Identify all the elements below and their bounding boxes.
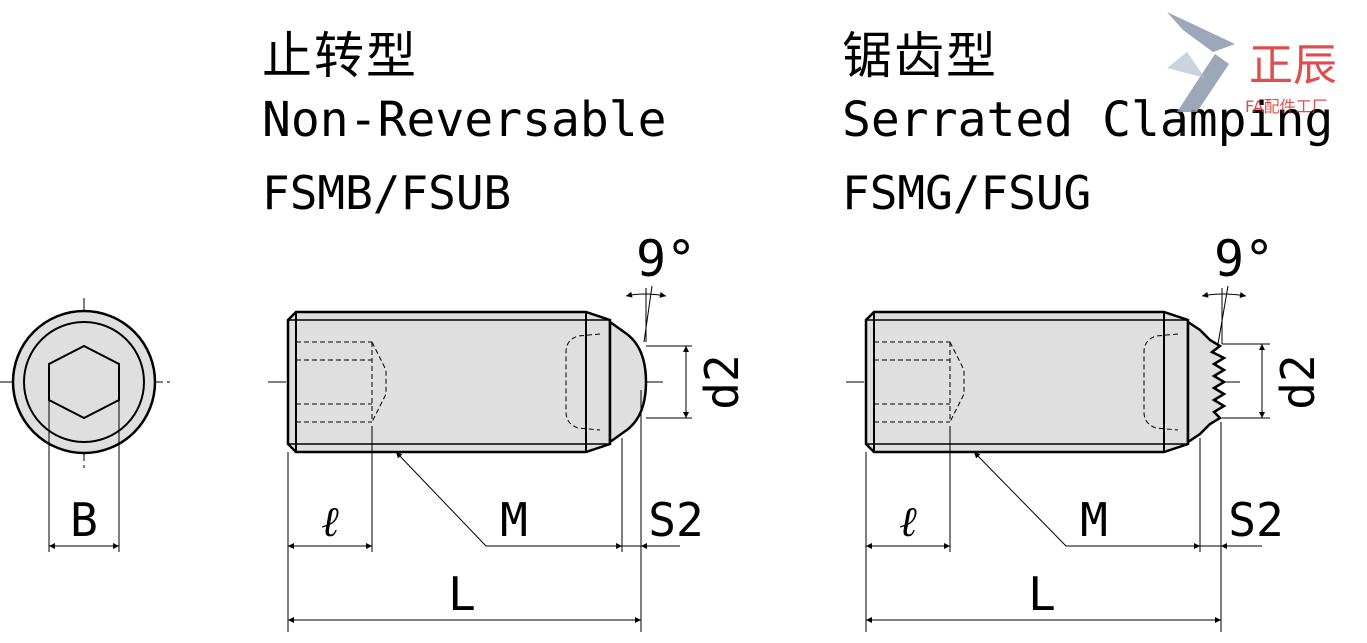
dim-label-l-left: L <box>448 567 476 621</box>
left-title-chinese: 止转型 <box>262 27 418 85</box>
screw-view-non-reversable: 9° d2 ℓ M S2 L <box>268 230 749 632</box>
logo-brand-text: 正辰 <box>1249 40 1337 91</box>
dim-label-angle-left: 9° <box>636 230 696 288</box>
dim-label-m-right: M <box>1080 493 1108 547</box>
left-title-english: Non-Reversable <box>262 92 667 148</box>
brand-logo: 正辰 FA配件工厂 <box>1167 12 1337 116</box>
dim-label-m-left: M <box>500 493 528 547</box>
dim-label-d2-left: d2 <box>695 354 749 409</box>
dim-label-angle-right: 9° <box>1214 230 1274 288</box>
logo-sub-text: FA配件工厂 <box>1245 97 1328 116</box>
dim-label-s2-right: S2 <box>1228 493 1283 547</box>
dim-label-l-small-right: ℓ <box>899 497 917 546</box>
dim-label-l-right: L <box>1028 567 1056 621</box>
dim-label-b: B <box>70 493 98 547</box>
right-title-english: Serrated Clamping <box>842 92 1334 148</box>
left-title-codes: FSMB/FSUB <box>262 166 512 220</box>
dim-label-l-small-left: ℓ <box>321 497 339 546</box>
end-view: B <box>0 298 172 552</box>
dim-label-s2-left: S2 <box>648 493 703 547</box>
right-title-codes: FSMG/FSUG <box>842 166 1092 220</box>
right-title-chinese: 锯齿型 <box>842 27 998 85</box>
dim-label-d2-right: d2 <box>1271 354 1325 409</box>
screw-view-serrated: 9° d2 ℓ M S2 L <box>846 230 1325 632</box>
